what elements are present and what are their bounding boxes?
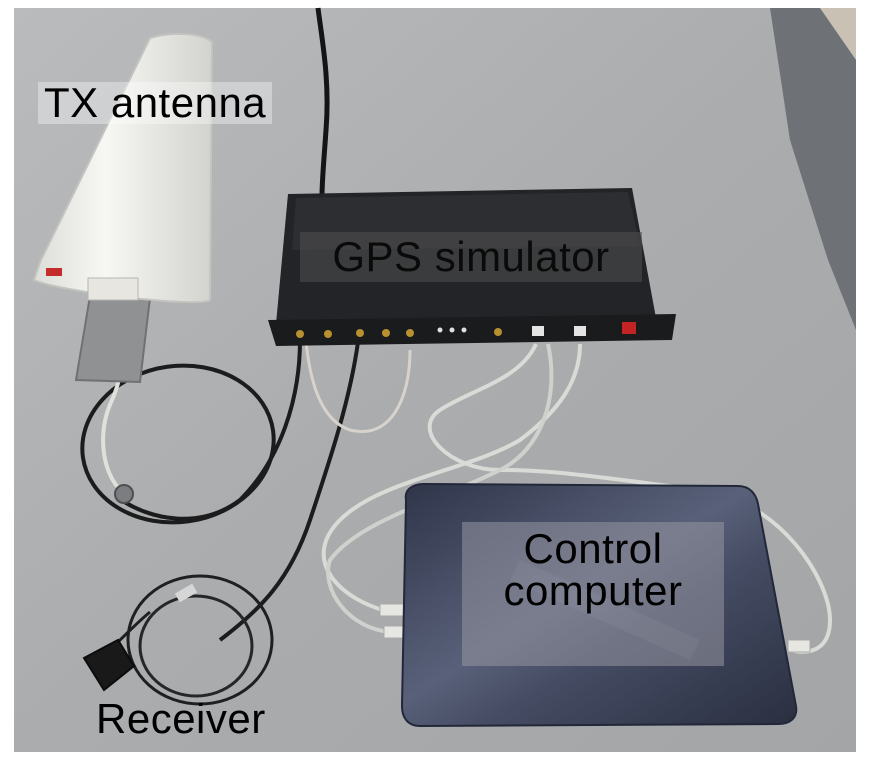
simulator-rf-ports	[296, 328, 502, 338]
wall-corner	[820, 8, 856, 60]
receiver-label: Receiver	[96, 695, 266, 742]
simulator-usb-port-2	[574, 326, 586, 336]
usb-cable-1	[427, 343, 833, 654]
antenna-port	[87, 277, 139, 301]
antenna-cable-dark	[116, 339, 302, 521]
gps-receiver-puck	[82, 638, 136, 692]
receiver-cable	[218, 341, 360, 642]
wall-edge	[770, 8, 856, 330]
control-computer-label-line1: Control	[523, 525, 663, 572]
receiver-cable-coil	[126, 574, 274, 706]
gps-simulator-front	[268, 314, 676, 346]
tx-antenna-label: TX antenna	[38, 82, 273, 124]
antenna-cable-coil	[80, 363, 276, 525]
simulator-usb-port-1	[532, 326, 544, 336]
power-switch-icon	[622, 322, 636, 334]
receiver-connector	[174, 583, 198, 603]
sma-connector-icon	[114, 484, 134, 504]
tx-antenna-body	[32, 32, 214, 304]
gps-simulator-label: GPS simulator	[300, 232, 642, 282]
usb-plug-3	[787, 639, 811, 653]
control-computer-label-line2: computer	[503, 567, 683, 614]
receiver-cable-coil-inner	[138, 594, 254, 698]
simulator-leds	[437, 327, 467, 333]
power-cord	[315, 7, 330, 197]
control-computer-label: Control computer	[462, 522, 724, 666]
coax-cable-light	[304, 341, 412, 433]
antenna-mount-plate	[74, 294, 152, 384]
antenna-red-badge	[46, 268, 62, 276]
usb-plug-1	[379, 603, 405, 617]
usb-cable-2	[321, 343, 582, 614]
